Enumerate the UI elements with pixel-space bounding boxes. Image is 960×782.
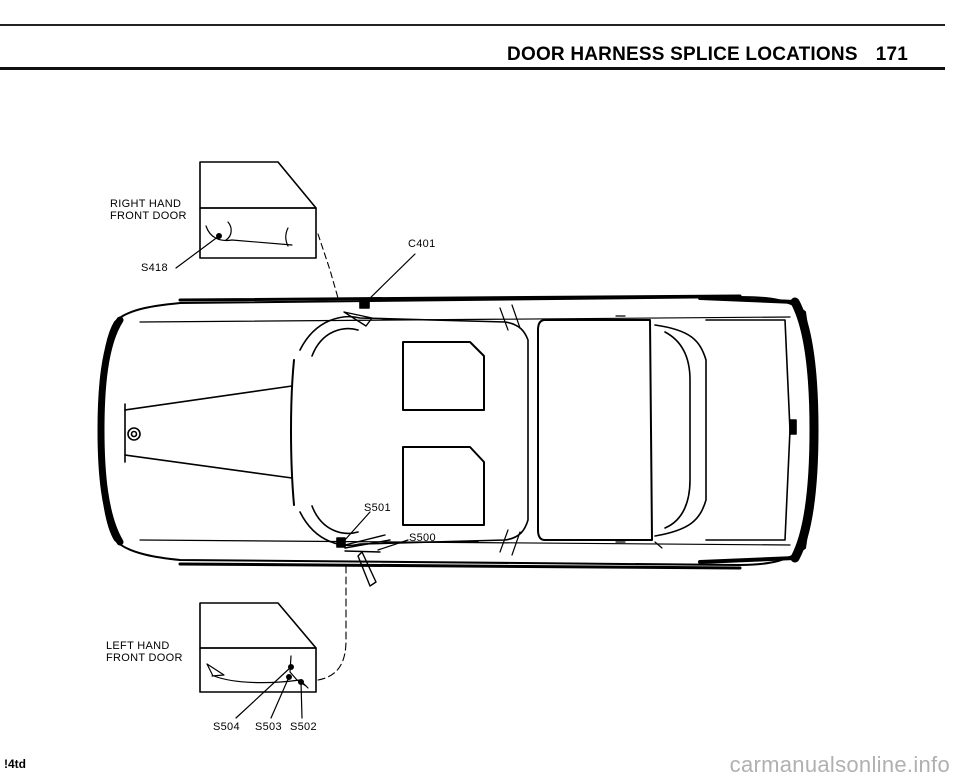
hood-emblem xyxy=(127,427,141,441)
top-rule xyxy=(0,24,945,26)
rear-seat xyxy=(537,319,653,541)
splice-s503-label: S503 xyxy=(255,721,282,733)
car-body xyxy=(97,294,819,587)
page-number: 171 xyxy=(875,44,908,65)
left-front-seat xyxy=(402,446,485,526)
connector-c401-label: C401 xyxy=(408,238,436,250)
splice-s500-label: S500 xyxy=(409,532,436,544)
splice-s504-label: S504 xyxy=(213,721,240,733)
splice-s502-label: S502 xyxy=(290,721,317,733)
right-door-label-line2: FRONT DOOR xyxy=(110,210,187,222)
left-door-label-line2: FRONT DOOR xyxy=(106,652,183,664)
left-door-inset xyxy=(199,565,347,719)
watermark: carmanualsonline.info xyxy=(729,752,950,777)
footer-code: !4td xyxy=(4,757,26,771)
left-door-label-line1: LEFT HAND xyxy=(106,640,170,652)
splice-s418-label: S418 xyxy=(141,262,168,274)
right-door-label-line1: RIGHT HAND xyxy=(110,198,182,210)
header-rule xyxy=(0,67,945,70)
right-front-seat xyxy=(402,341,485,411)
right-mirror xyxy=(343,311,373,327)
splice-s501-block xyxy=(336,537,346,548)
right-door-inset xyxy=(175,161,339,299)
page-header: DOOR HARNESS SPLICE LOCATIONS 171 xyxy=(507,44,908,66)
left-mirror xyxy=(357,551,377,587)
splice-s501-label: S501 xyxy=(364,502,391,514)
page-title: DOOR HARNESS SPLICE LOCATIONS xyxy=(507,44,858,65)
